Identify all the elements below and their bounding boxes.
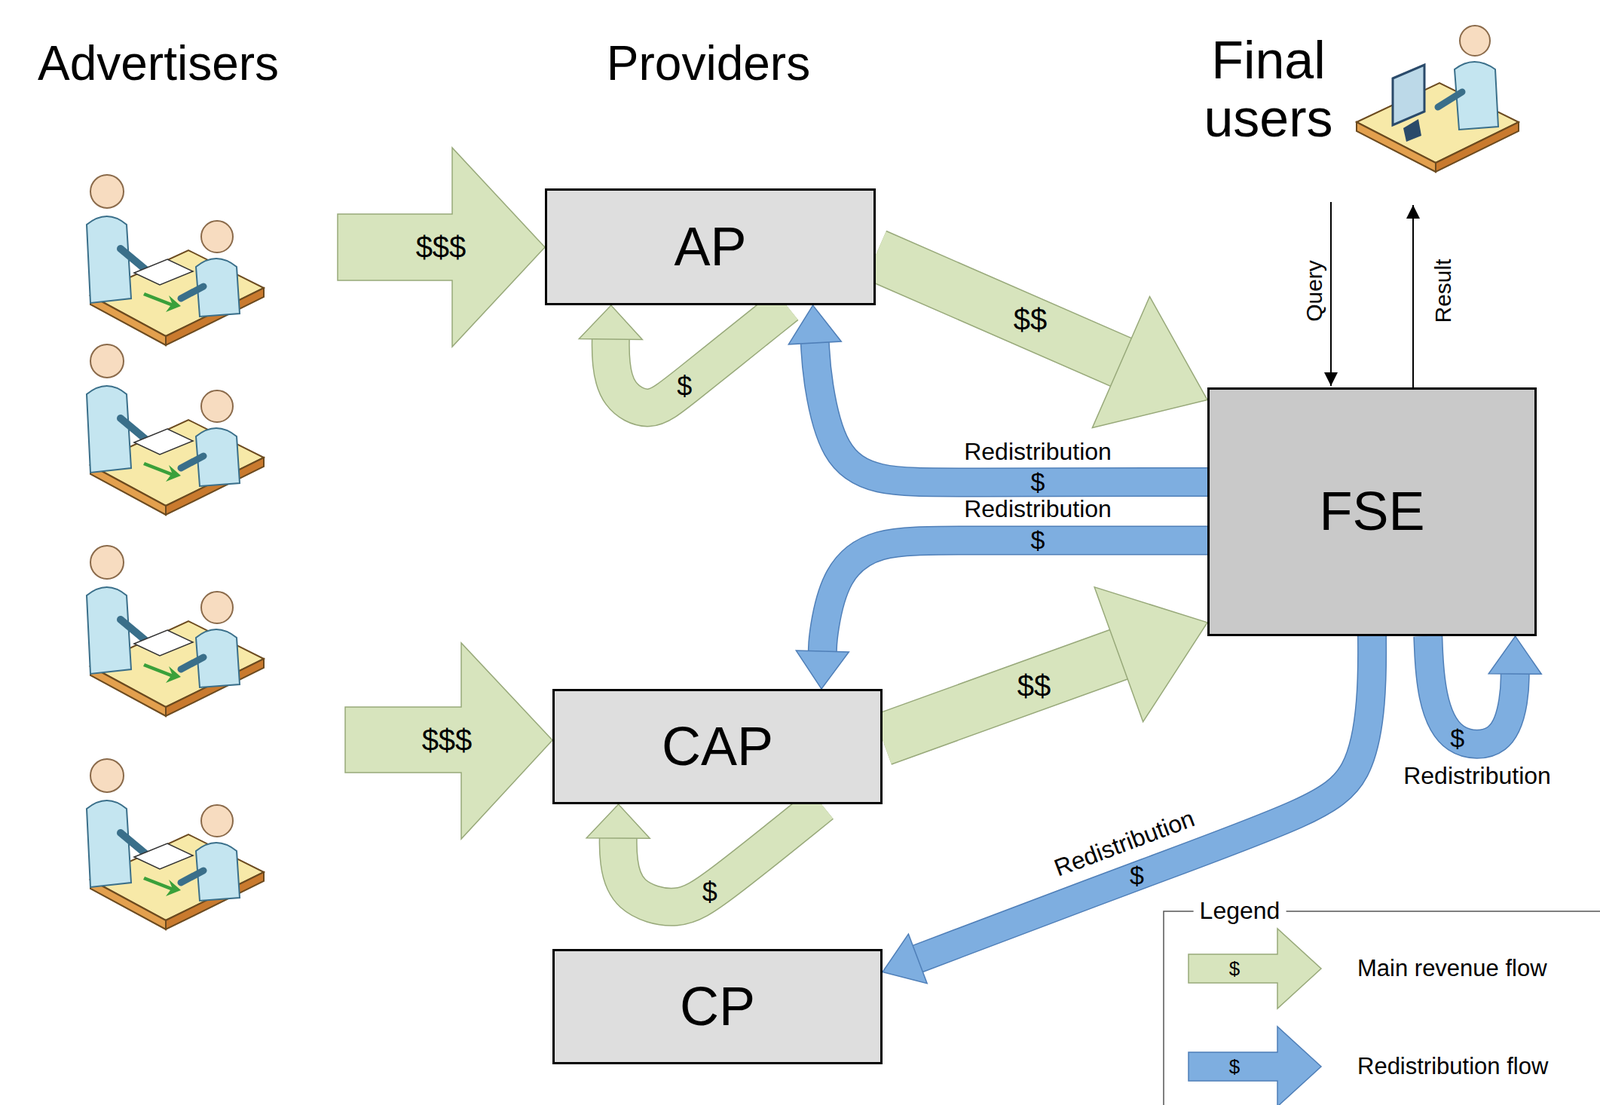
legend-text: Redistribution flow [1357, 1053, 1548, 1080]
provider-box: CAP [552, 688, 883, 805]
arrow-head [578, 305, 643, 340]
money-label: $$$ [416, 230, 467, 264]
arrow-head [1488, 636, 1542, 674]
flow-label: Result [1430, 258, 1456, 323]
arrow-head [1092, 296, 1208, 428]
money-label: $ [1129, 862, 1145, 891]
revenue-arrow [578, 305, 787, 408]
legend-title: Legend [1193, 897, 1287, 924]
arrow-head [1094, 587, 1208, 722]
result-arrow [1412, 204, 1414, 388]
arrow-outline [822, 540, 1208, 652]
column-heading: Final users [1187, 31, 1350, 148]
arrow-outline [917, 636, 1373, 959]
flow-label: Redistribution [1403, 762, 1552, 790]
arrow-body [1428, 636, 1515, 744]
search-engine-box: FSE [1207, 387, 1537, 637]
legend-sample-label: $ [1229, 1055, 1240, 1078]
arrow-outline [882, 654, 1119, 740]
legend-swatch [1186, 1024, 1325, 1105]
money-label: $ [702, 877, 718, 908]
arrow-body [875, 254, 1121, 362]
money-label: $$ [1013, 302, 1048, 337]
arrow-head [788, 305, 842, 345]
revenue-arrow [586, 804, 822, 907]
arrow-head [795, 650, 849, 689]
column-heading: Advertisers [37, 36, 279, 90]
legend-text: Main revenue flow [1357, 955, 1548, 982]
flow-label: Redistribution [963, 438, 1112, 466]
flow-label: Redistribution [963, 495, 1112, 523]
revenue-arrow [875, 254, 1208, 428]
legend-swatch [1186, 926, 1325, 1010]
arrow-body [814, 342, 1208, 483]
arrow-outline [814, 342, 1208, 483]
money-label: $$$ [422, 723, 473, 757]
redistribution-arrow [882, 636, 1373, 984]
arrow-body [610, 305, 787, 408]
legend-sample-label: $ [1229, 957, 1240, 980]
provider-box: CP [552, 948, 883, 1065]
arrow-outline [875, 254, 1121, 362]
revenue-arrow [882, 587, 1208, 740]
arrow-outline [617, 804, 822, 907]
box-label: FSE [1318, 481, 1425, 542]
advertiser-figure [86, 174, 264, 930]
legend-swatch [1188, 928, 1322, 1009]
legend-frame [1163, 911, 1600, 1105]
legend-swatch [1188, 1026, 1322, 1105]
redistribution-arrow [1428, 636, 1542, 744]
box-label: AP [673, 217, 747, 277]
box-label: CP [679, 976, 756, 1037]
final-user-figure [1356, 25, 1519, 172]
money-label: $ [1030, 526, 1046, 554]
arrow-outline [1428, 636, 1515, 744]
money-label: $$ [1017, 669, 1052, 703]
arrow-body [882, 654, 1119, 740]
arrow-body [617, 804, 822, 907]
query-arrow [1330, 201, 1332, 386]
arrow-body [822, 540, 1208, 652]
arrow-outline [610, 305, 787, 408]
arrow-head [882, 933, 927, 983]
money-label: $ [1450, 724, 1465, 753]
advertiser-flow-arrow [345, 642, 553, 839]
flow-label: Query [1301, 260, 1327, 322]
column-heading: Providers [606, 36, 811, 90]
money-label: $ [1030, 468, 1046, 496]
advertiser-flow-arrow [337, 147, 545, 347]
arrow-body [917, 636, 1373, 959]
arrow-head [586, 804, 650, 839]
money-label: $ [676, 371, 692, 402]
box-label: CAP [661, 716, 774, 777]
provider-box: AP [544, 188, 876, 306]
redistribution-arrow [788, 305, 1208, 483]
redistribution-arrow [795, 540, 1208, 689]
